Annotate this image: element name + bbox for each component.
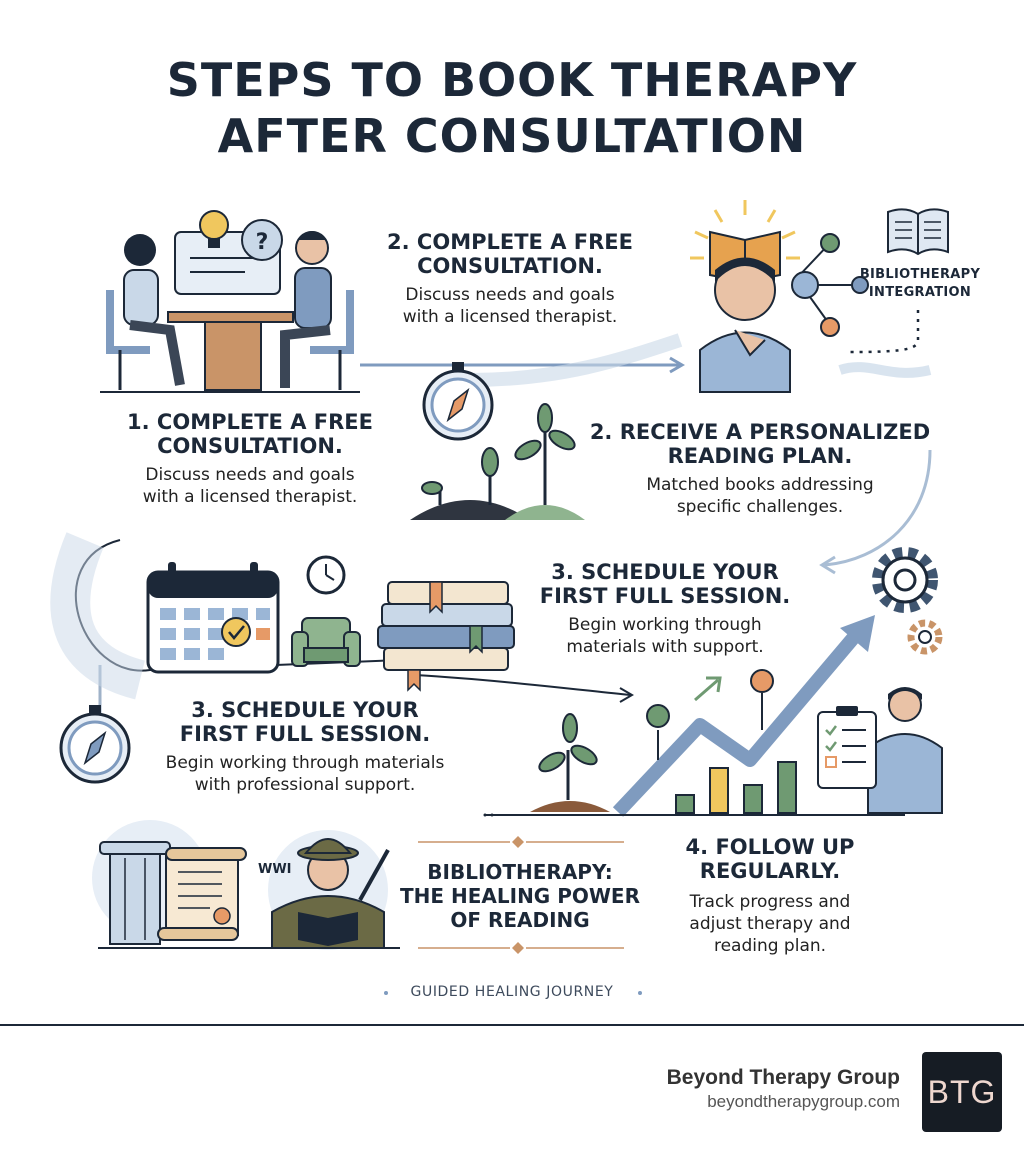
step-heading: 3. SCHEDULE YOUR: [551, 560, 779, 584]
step-body: Discuss needs and goals: [145, 465, 355, 485]
step-heading: REGULARLY.: [699, 859, 841, 883]
step-card: 3. SCHEDULE YOUR FIRST FULL SESSION. Beg…: [130, 698, 480, 796]
step-heading: 2. COMPLETE A FREE: [387, 230, 633, 254]
column-scroll-icon: [92, 820, 400, 949]
page-title: STEPS TO BOOK THERAPY AFTER CONSULTATION: [0, 52, 1024, 164]
step-body: materials with support.: [566, 637, 764, 657]
step-body: Discuss needs and goals: [405, 285, 615, 305]
step-body: adjust therapy and: [689, 914, 851, 934]
consultation-icon: ?: [100, 210, 360, 393]
step-body: specific challenges.: [676, 497, 844, 517]
open-book-icon: [887, 208, 949, 256]
step-heading: FIRST FULL SESSION.: [539, 584, 791, 608]
step-body: with professional support.: [194, 775, 416, 795]
sprouts-icon: [410, 403, 585, 520]
wwi-label: WWI: [258, 862, 292, 877]
step-heading: 2. RECEIVE A PERSONALIZED: [589, 420, 931, 444]
brand-block: Beyond Therapy Group beyondtherapygroup.…: [667, 1066, 900, 1112]
step-heading: 3. SCHEDULE YOUR: [191, 698, 419, 722]
calendar-icon: [146, 562, 280, 674]
compass-icon-2: [59, 705, 131, 784]
step-heading: READING PLAN.: [667, 444, 853, 468]
bibliotherapy-integration-label: BIBLIOTHERAPY INTEGRATION: [859, 267, 981, 300]
step-heading: 1. COMPLETE A FREE: [127, 410, 373, 434]
illustration: ?: [50, 200, 949, 995]
step-heading: 4. FOLLOW UP: [685, 835, 855, 859]
step-body: reading plan.: [713, 936, 827, 956]
step-body: Begin working through: [568, 615, 762, 635]
step-card: 2. COMPLETE A FREE CONSULTATION. Discuss…: [360, 230, 660, 328]
title-line-2: AFTER CONSULTATION: [217, 109, 807, 163]
healing-power-heading: BIBLIOTHERAPY: THE HEALING POWER OF READ…: [400, 860, 640, 932]
step-heading: FIRST FULL SESSION.: [179, 722, 431, 746]
brand-url[interactable]: beyondtherapygroup.com: [707, 1092, 900, 1111]
step-card: 4. FOLLOW UP REGULARLY. Track progress a…: [660, 835, 880, 957]
step-heading: CONSULTATION.: [157, 434, 343, 458]
thinker-with-book-icon: [690, 200, 869, 393]
soldier-reading-icon: [268, 830, 390, 950]
book-stack-icon: [377, 581, 515, 692]
person-with-clipboard-icon: [817, 687, 943, 814]
tagline: GUIDED HEALING JOURNEY: [410, 984, 614, 1000]
step-body: with a licensed therapist.: [142, 487, 358, 507]
armchair-icon: [291, 617, 361, 667]
step-card: 2. RECEIVE A PERSONALIZED READING PLAN. …: [580, 420, 940, 518]
step-heading: CONSULTATION.: [417, 254, 603, 278]
title-line-1: STEPS TO BOOK THERAPY: [166, 53, 858, 107]
gear-icon: [872, 547, 943, 655]
growth-chart-icon: [483, 615, 905, 817]
footer-divider: [0, 1024, 1024, 1026]
brand-name: Beyond Therapy Group: [666, 1066, 900, 1089]
step-body: with a licensed therapist.: [402, 307, 618, 327]
step-card: 1. COMPLETE A FREE CONSULTATION. Discuss…: [100, 410, 400, 508]
step-card: 3. SCHEDULE YOUR FIRST FULL SESSION. Beg…: [530, 560, 800, 658]
divider: [418, 841, 624, 949]
step-body: Matched books addressing: [646, 475, 874, 495]
clock-icon: [306, 555, 346, 595]
step-body: Track progress and: [689, 892, 851, 912]
brand-logo: BTG: [922, 1052, 1002, 1132]
compass-icon: [422, 362, 494, 441]
svg-text:?: ?: [256, 230, 269, 255]
step-body: Begin working through materials: [165, 753, 445, 773]
